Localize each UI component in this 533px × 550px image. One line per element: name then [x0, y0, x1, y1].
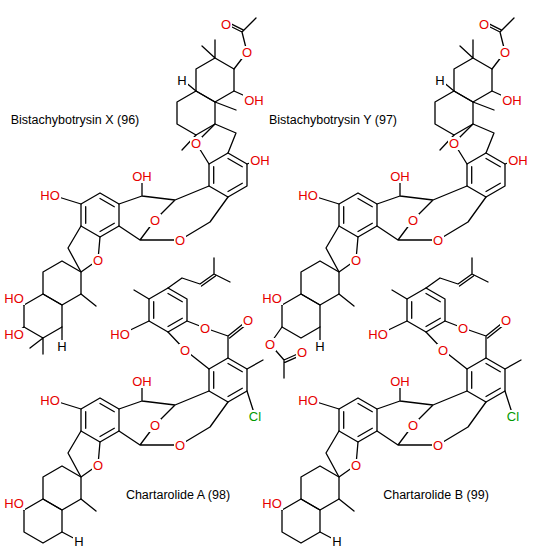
atom-label: HO [3, 328, 25, 341]
atom-label: O [241, 46, 253, 59]
atom-label: OH [131, 375, 153, 388]
atom-label: O [432, 439, 444, 452]
atom-label: O [500, 314, 512, 327]
atom-label: OH [389, 170, 411, 183]
atom-label: OH [243, 94, 265, 107]
atom-label: O [174, 439, 186, 452]
atom-label: O [149, 419, 161, 432]
atom-label: O [350, 254, 362, 267]
atom-label: O [92, 254, 104, 267]
atom-label: H [176, 74, 187, 87]
atom-label: HO [3, 292, 25, 305]
atom-label: HO [3, 497, 25, 510]
atom-label: H [331, 535, 342, 548]
atom-label: O [407, 419, 419, 432]
atom-label: HO [39, 394, 61, 407]
atom-label: HO [261, 497, 283, 510]
atom-label: OH [389, 375, 411, 388]
atom-label: O [296, 346, 308, 359]
atom-label: HO [367, 328, 389, 341]
atom-label: O [190, 137, 202, 150]
atom-label: Cl [506, 410, 520, 423]
atom-label: O [478, 18, 490, 31]
atom-label: Cl [248, 410, 262, 423]
atom-label: OH [501, 94, 523, 107]
atom-label: HO [297, 189, 319, 202]
atom-label: O [242, 314, 254, 327]
atom-label: OH [131, 170, 153, 183]
atom-label: H [314, 340, 325, 353]
atom-label: HO [297, 394, 319, 407]
atom-label: OH [507, 154, 529, 167]
atom-label: HO [109, 328, 131, 341]
atom-label: O [199, 322, 211, 335]
atom-label: O [350, 459, 362, 472]
atom-label: O [499, 46, 511, 59]
compound-name: Bistachybotrysin X (96) [10, 114, 141, 127]
atom-label: O [179, 344, 191, 357]
atom-label: O [437, 344, 449, 357]
compound-name: Chartarolide A (98) [125, 489, 231, 502]
atom-label: O [448, 137, 460, 150]
atom-label: O [174, 234, 186, 247]
compound-name: Bistachybotrysin Y (97) [268, 114, 398, 127]
atom-label: OH [249, 154, 271, 167]
atom-label: O [432, 234, 444, 247]
atom-label: O [407, 214, 419, 227]
atom-label: O [149, 214, 161, 227]
atom-label: H [73, 535, 84, 548]
atom-label: O [92, 459, 104, 472]
atom-label: O [457, 322, 469, 335]
atom-label: O [220, 18, 232, 31]
atom-label: O [264, 338, 276, 351]
atom-label: H [56, 340, 67, 353]
atom-label: H [434, 74, 445, 87]
compound-name: Chartarolide B (99) [382, 489, 490, 502]
atom-label: HO [39, 189, 61, 202]
atom-label: HO [261, 292, 283, 305]
